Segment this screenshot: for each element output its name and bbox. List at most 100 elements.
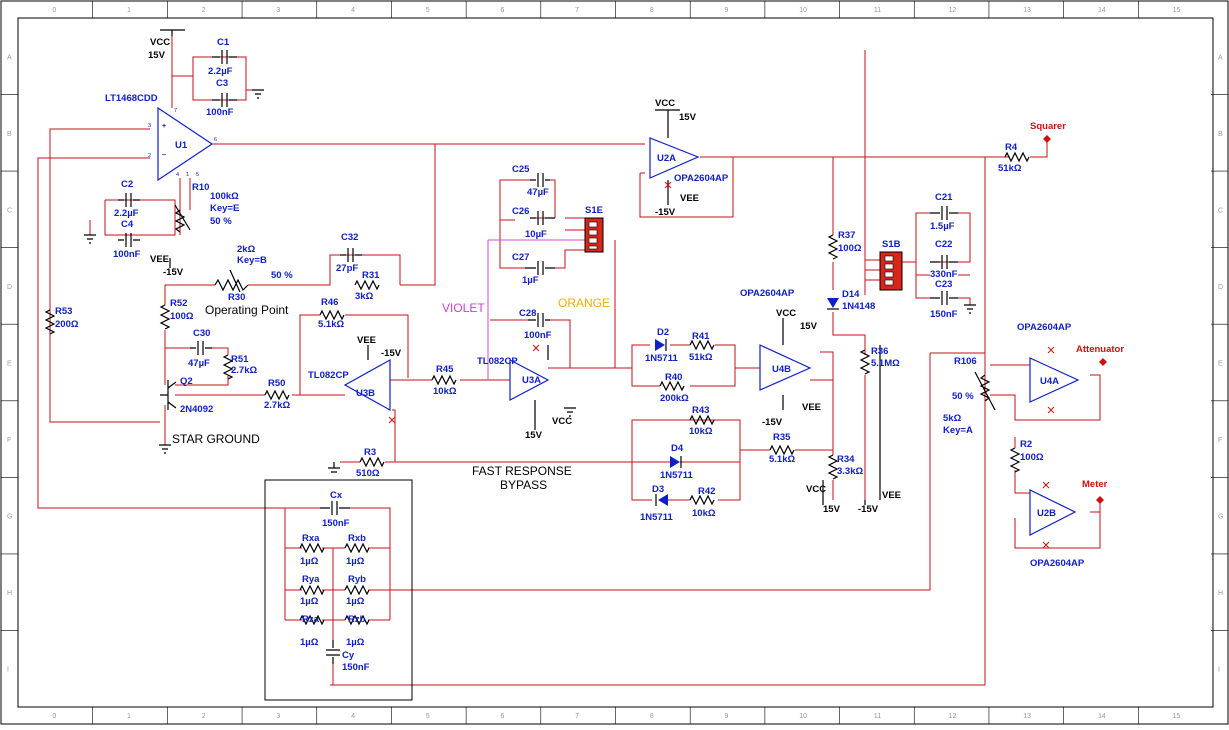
label-meter: Meter (1082, 479, 1108, 490)
label-vcc-u2a: VCC (655, 98, 675, 109)
label-ryb: Ryb (348, 574, 366, 585)
diode-d3 (655, 494, 668, 506)
resistor-r34 (827, 454, 839, 480)
ruler-row-left: E (7, 361, 12, 368)
ruler-col-top: 9 (725, 7, 729, 14)
ruler-row-left: F (7, 437, 11, 444)
pot-r10[interactable] (174, 204, 191, 233)
label-d2-part: 1N5711 (645, 353, 678, 364)
label-r30-v: 2kΩ (237, 244, 256, 255)
label-d14: D14 (842, 289, 860, 300)
svg-text:U1: U1 (175, 140, 188, 151)
label-vcc-u3a: VCC (552, 416, 572, 427)
label-vcc-u4b-v: 15V (800, 321, 818, 332)
label-r36-v: 5.1MΩ (871, 358, 900, 369)
svg-text:U3A: U3A (522, 375, 541, 386)
label-c2-v: 2.2µF (114, 208, 139, 219)
label-cx-v: 150nF (322, 518, 350, 529)
label-r52-v: 100Ω (170, 311, 194, 322)
resistor-r41 (689, 339, 715, 351)
capacitor-c32 (340, 248, 362, 262)
ruler-row-right: C (1218, 207, 1223, 214)
diode-d14 (827, 298, 839, 310)
ruler-col-top: 11 (874, 7, 881, 14)
label-vcc-bot-v: 15V (823, 504, 841, 515)
ruler-col-bottom: 4 (351, 713, 355, 720)
ruler-row-left: D (7, 284, 12, 291)
label-c30-v: 47µF (188, 358, 210, 369)
label-r50: R50 (268, 378, 285, 389)
selector-wires (487, 239, 585, 380)
label-q2-part: 2N4092 (180, 404, 213, 415)
label-c26-v: 10µF (525, 229, 547, 240)
resistor-r43 (689, 414, 715, 426)
label-d4-part: 1N5711 (660, 470, 693, 481)
label-r46-v: 5.1kΩ (318, 319, 344, 330)
svg-text:U4B: U4B (772, 364, 791, 375)
ruler-col-bottom: 1 (127, 713, 131, 720)
pot-r30[interactable] (214, 269, 249, 293)
no-connect-marker (1042, 481, 1050, 489)
ruler-col-top: 12 (949, 7, 957, 14)
label-vee-u2a-v: -15V (655, 207, 676, 218)
no-connect-marker (1047, 346, 1055, 354)
switch-s1e[interactable] (584, 217, 604, 253)
ruler-row-left: C (7, 207, 12, 214)
opamp-u2b: U2B (1029, 489, 1077, 536)
label-violet: VIOLET (442, 301, 485, 315)
resistor-r2 (1009, 447, 1021, 473)
label-c32-v: 27pF (336, 263, 358, 274)
svg-text:U2A: U2A (657, 153, 676, 164)
label-c28-v: 100nF (524, 330, 552, 341)
ruler-row-right: F (1218, 437, 1222, 444)
no-connect-marker (1047, 406, 1055, 414)
ruler-row-right: H (1218, 590, 1223, 597)
label-c26: C26 (512, 206, 529, 217)
ruler-row-right: I (1218, 667, 1220, 674)
label-r40: R40 (665, 372, 682, 383)
capacitor-c28 (528, 313, 550, 327)
resistor-rza (299, 614, 325, 626)
diode-d2 (655, 339, 667, 351)
ruler-col-top: 13 (1023, 7, 1031, 14)
label-c32: C32 (341, 232, 358, 243)
label-s1b: S1B (882, 239, 901, 250)
label-vee-u4b: VEE (802, 402, 821, 413)
opamp-u4b: U4B (759, 344, 812, 391)
switch-s1b[interactable] (879, 251, 903, 291)
ruler-col-bottom: 2 (202, 713, 206, 720)
label-r36: R36 (871, 346, 888, 357)
label-c22: C22 (935, 239, 952, 250)
label-rxb: Rxb (348, 533, 366, 544)
capacitor-c27 (525, 261, 555, 275)
ruler-row-right: B (1218, 131, 1223, 138)
capacitor-c30 (190, 341, 212, 355)
label-c27: C27 (512, 252, 529, 263)
label-r53-v: 200Ω (55, 319, 79, 330)
ground-symbols (84, 89, 976, 473)
label-bypass: BYPASS (500, 478, 547, 492)
svg-text:4: 4 (176, 172, 179, 178)
no-connect-marker (1042, 541, 1050, 549)
label-c27-v: 1µF (522, 275, 539, 286)
label-r106-key: Key=A (943, 425, 973, 436)
output-terminals[interactable] (1043, 135, 1107, 504)
label-d3-part: 1N5711 (640, 512, 673, 523)
label-c23: C23 (935, 279, 952, 290)
resistors (44, 151, 1030, 626)
pot-r106[interactable] (974, 371, 996, 411)
capacitor-c3 (212, 93, 237, 107)
label-tl082-a: TL082CP (477, 356, 518, 367)
label-c1: C1 (217, 37, 230, 48)
label-r3: R3 (364, 447, 376, 458)
label-opa-u4b: OPA2604AP (740, 288, 795, 299)
label-q2: Q2 (180, 376, 193, 387)
label-vcc-u4b: VCC (776, 308, 796, 319)
label-r41: R41 (692, 331, 710, 342)
label-rxb-v: 1µΩ (346, 556, 365, 567)
resistor-r3 (359, 456, 385, 468)
label-c4: C4 (121, 219, 134, 230)
ruler-col-bottom: 9 (725, 713, 729, 720)
